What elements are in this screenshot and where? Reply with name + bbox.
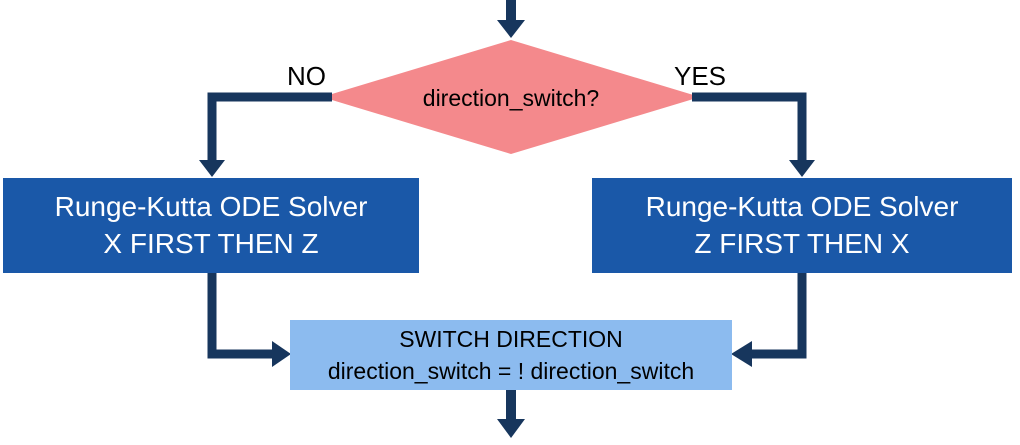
solver-box-x-first-line2: X FIRST THEN Z xyxy=(103,227,319,259)
solver-box-z-first-line1: Runge-Kutta ODE Solver xyxy=(645,190,959,222)
switch-direction-title: SWITCH DIRECTION xyxy=(399,325,623,352)
yes-branch-connector xyxy=(692,92,807,162)
solver-box-x-first: Runge-Kutta ODE Solver X FIRST THEN Z xyxy=(3,178,419,273)
decision-label: direction_switch? xyxy=(422,85,600,111)
branch-label-yes: YES xyxy=(674,61,727,91)
yes-branch-arrow-head-icon xyxy=(789,160,815,177)
right-merge-connector xyxy=(750,270,807,359)
switch-direction-box: SWITCH DIRECTION direction_switch = ! di… xyxy=(290,320,732,390)
left-merge-connector xyxy=(207,270,274,359)
no-branch-connector xyxy=(207,92,332,162)
left-merge-arrow-head-icon xyxy=(272,341,291,367)
no-branch-arrow-head-icon xyxy=(199,160,225,177)
exit-arrow-head-icon xyxy=(497,419,525,438)
solver-box-z-first-line2: Z FIRST THEN X xyxy=(694,227,910,259)
decision-diamond-shape xyxy=(322,40,700,154)
branch-label-no: NO xyxy=(287,61,326,91)
right-merge-arrow-head-icon xyxy=(731,341,752,367)
solver-box-z-first: Runge-Kutta ODE Solver Z FIRST THEN X xyxy=(592,178,1012,273)
entry-arrow-head-icon xyxy=(497,20,525,38)
switch-direction-statement: direction_switch = ! direction_switch xyxy=(327,358,695,384)
solver-box-x-first-line1: Runge-Kutta ODE Solver xyxy=(54,190,368,222)
